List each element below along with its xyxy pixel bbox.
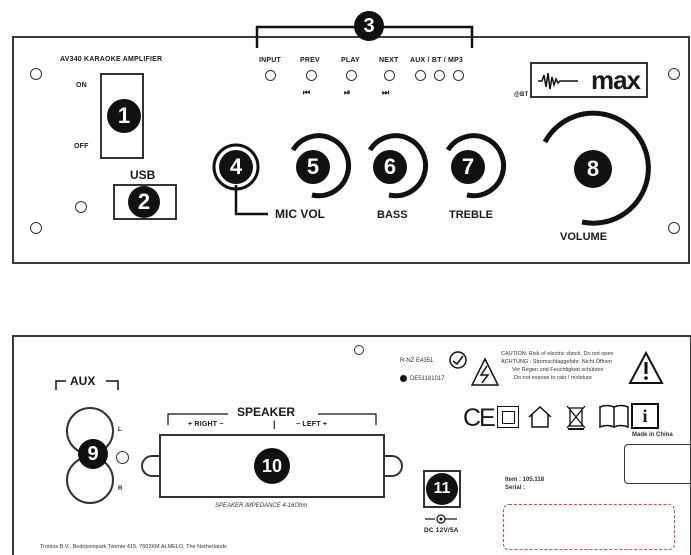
rcm-mark-icon bbox=[449, 351, 467, 369]
input-label: INPUT bbox=[259, 57, 281, 64]
caution-line-1: CAUTION: Risk of electric shock. Do not … bbox=[501, 351, 614, 357]
next-label: NEXT bbox=[379, 57, 399, 64]
exclamation-warning-icon bbox=[628, 350, 664, 384]
aux-led bbox=[415, 70, 426, 81]
usb-port[interactable] bbox=[113, 184, 177, 220]
speaker-tab-right bbox=[383, 455, 403, 477]
mount-hole bbox=[30, 222, 42, 234]
info-icon: i bbox=[631, 403, 659, 429]
prev-button[interactable] bbox=[306, 70, 317, 81]
badge-8: 8 bbox=[574, 150, 612, 188]
serial-sticker-area bbox=[503, 504, 675, 550]
badge-9: 9 bbox=[78, 439, 108, 469]
rear-panel bbox=[12, 335, 691, 555]
indoor-use-icon bbox=[528, 405, 552, 428]
mic-vol-label: MIC VOL bbox=[275, 207, 325, 221]
dc-jack[interactable] bbox=[423, 470, 461, 508]
treble-label: TREBLE bbox=[449, 209, 493, 221]
rnz-label: R-NZ E4351 bbox=[400, 358, 434, 364]
mount-hole bbox=[354, 345, 364, 355]
badge-7: 7 bbox=[451, 150, 485, 184]
badge-10: 10 bbox=[254, 448, 290, 484]
next-icon: ⏭ bbox=[382, 88, 390, 97]
aux-bt-mp3-label: AUX / BT / MP3 bbox=[410, 57, 463, 64]
badge-4: 4 bbox=[219, 150, 253, 184]
power-switch[interactable] bbox=[100, 73, 144, 159]
aux-r-label: R bbox=[118, 486, 123, 492]
right-terminal-label: + RIGHT − bbox=[188, 421, 224, 428]
bass-label: BASS bbox=[377, 209, 408, 221]
de-label: DE51181017 bbox=[410, 376, 445, 382]
input-button[interactable] bbox=[265, 70, 276, 81]
brand-logo: max bbox=[530, 62, 648, 98]
badge-5: 5 bbox=[296, 150, 330, 184]
bt-led bbox=[434, 70, 445, 81]
manual-book-icon bbox=[599, 404, 629, 429]
aux-l-label: L bbox=[118, 427, 122, 433]
shock-warning-icon bbox=[470, 357, 500, 386]
rating-box bbox=[624, 444, 691, 484]
usb-side-hole bbox=[75, 201, 87, 213]
speaker-label: SPEAKER bbox=[237, 405, 296, 419]
caution-line-3: Vor Regen und Feuchtigkeit schützen bbox=[512, 367, 604, 373]
serial-label: Serial : bbox=[505, 485, 526, 491]
speaker-divider: | bbox=[273, 419, 276, 429]
play-label: PLAY bbox=[341, 57, 360, 64]
play-button[interactable] bbox=[346, 70, 357, 81]
off-label: OFF bbox=[74, 143, 89, 150]
mp3-led bbox=[453, 70, 464, 81]
prev-label: PREV bbox=[300, 57, 320, 64]
mount-hole bbox=[668, 68, 680, 80]
badge-1: 1 bbox=[107, 99, 141, 133]
ce-mark: CE bbox=[463, 404, 496, 432]
weee-bin-icon bbox=[566, 405, 586, 430]
next-button[interactable] bbox=[384, 70, 395, 81]
c-mark-icon bbox=[400, 375, 407, 382]
model-label: AV340 KARAOKE AMPLIFIER bbox=[60, 56, 163, 63]
dc-polarity-icon bbox=[425, 514, 457, 524]
caution-line-2: ACHTUNG : Stromschlaggefahr. Nicht Öffne… bbox=[501, 359, 613, 365]
on-label: ON bbox=[76, 82, 87, 89]
left-terminal-label: − LEFT + bbox=[296, 421, 328, 428]
usb-label: USB bbox=[130, 168, 156, 182]
brand-name: max bbox=[590, 64, 641, 95]
aux-label: AUX bbox=[70, 374, 96, 388]
badge-6: 6 bbox=[373, 150, 407, 184]
mount-hole bbox=[668, 222, 680, 234]
badge-2: 2 bbox=[128, 186, 160, 218]
prev-icon: ⏮ bbox=[303, 88, 311, 97]
badge-3: 3 bbox=[354, 11, 384, 41]
volume-label: VOLUME bbox=[560, 231, 608, 243]
badge-11: 11 bbox=[426, 473, 458, 505]
item-label: Item : 105.118 bbox=[505, 477, 545, 483]
made-in-label: Made in China bbox=[632, 432, 673, 438]
dc-label: DC 12V/5A bbox=[424, 527, 459, 534]
company-address: Tronios B.V., Bedrijvenpark Twente 415, … bbox=[40, 544, 227, 550]
mount-hole bbox=[30, 68, 42, 80]
caution-line-4: Do not expose to rain / moisture bbox=[514, 375, 592, 381]
impedance-label: SPEAKER IMPEDANCE 4-16Ohm bbox=[215, 503, 308, 509]
play-pause-icon: ⏯ bbox=[344, 88, 351, 97]
speaker-tab-left bbox=[141, 455, 161, 477]
waveform-icon bbox=[538, 72, 578, 90]
bt-label: @BT bbox=[514, 92, 529, 98]
double-insulation-icon bbox=[497, 406, 519, 428]
aux-side-hole bbox=[116, 451, 129, 464]
